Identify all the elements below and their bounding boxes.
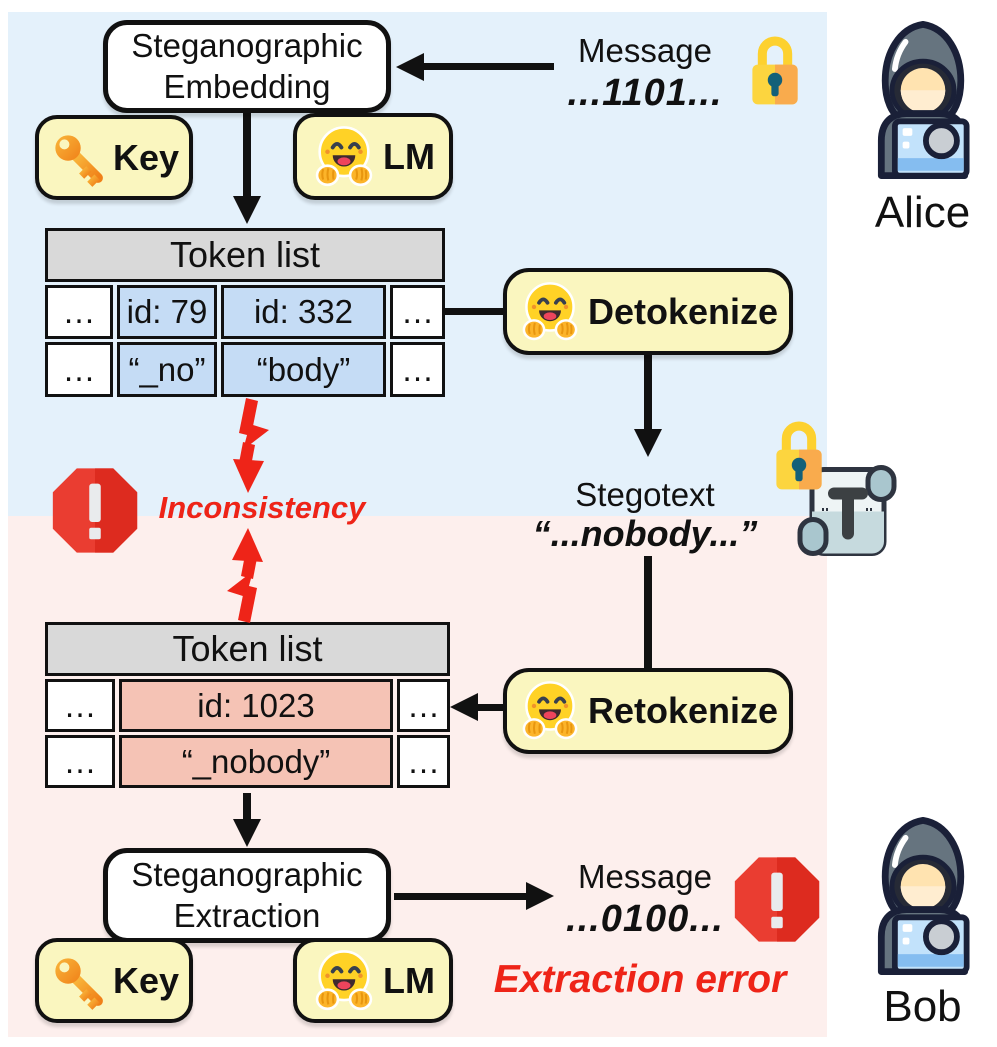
detokenize-label: Detokenize [587, 290, 779, 332]
token-cell: … [45, 735, 115, 788]
steganographic-embedding-box: Steganographic Embedding [103, 20, 391, 113]
hugging-face-icon [315, 125, 373, 186]
arrow-embedding-to-tokens-line [243, 113, 251, 198]
hugging-face-icon [522, 281, 578, 340]
warning-stop-icon [52, 468, 138, 553]
red-bolt-arrow-down [233, 398, 269, 493]
extraction-label-line2: Extraction [173, 896, 321, 934]
arrow-message-to-embedding-line [420, 63, 554, 70]
token-cell: … [390, 342, 445, 397]
token-cell-nobody: “_nobody” [119, 735, 393, 788]
stegotext-value: “...nobody...” [532, 513, 758, 554]
connector-stegotext-to-retokenize [644, 556, 652, 668]
token-cell: … [397, 679, 450, 732]
token-list-top-title: Token list [45, 228, 445, 282]
message-top-bits: ...1101... [567, 72, 723, 114]
key-label-bottom: Key [112, 959, 180, 1001]
embedding-label-line2: Embedding [163, 67, 331, 105]
lm-box-top: LM [293, 113, 453, 200]
token-cell-id-1023: id: 1023 [119, 679, 393, 732]
arrow-detokenize-to-stegotext-head [634, 429, 662, 457]
lock-icon-top [752, 36, 798, 105]
token-cell-id-79: id: 79 [117, 285, 217, 339]
error-stop-icon [734, 857, 820, 942]
message-bottom-label: Message [578, 858, 712, 895]
bob-hacker-icon [877, 817, 970, 975]
arrow-extraction-to-message-head [526, 882, 554, 910]
extraction-error-label: Extraction error [493, 958, 787, 1001]
token-cell: … [397, 735, 450, 788]
arrow-embedding-to-tokens-head [233, 196, 261, 224]
token-cell-no: “_no” [117, 342, 217, 397]
key-box-bottom: Key [35, 938, 193, 1023]
stegotext-scroll-icon [797, 465, 897, 556]
lock-icon-stegotext [776, 421, 822, 490]
stegotext-label: Stegotext [575, 476, 715, 513]
token-list-bottom-title: Token list [45, 622, 450, 676]
key-icon [55, 134, 103, 187]
arrow-detokenize-to-stegotext-line [644, 355, 652, 431]
message-top-label: Message [578, 32, 712, 69]
alice-name-label: Alice [874, 188, 971, 237]
retokenize-box: Retokenize [503, 668, 793, 754]
arrow-extraction-to-message-line [394, 893, 526, 900]
lm-label-top: LM [383, 135, 435, 177]
token-cell: … [45, 342, 113, 397]
key-label-top: Key [112, 136, 180, 178]
key-box-top: Key [35, 115, 193, 200]
red-bolt-arrow-up [227, 528, 263, 623]
arrow-tokens-to-extraction-head [233, 819, 261, 847]
arrow-retokenize-to-tokens-head [450, 693, 478, 721]
key-icon [55, 957, 103, 1010]
hugging-face-icon [522, 681, 578, 740]
extraction-label-line1: Steganographic [131, 856, 363, 894]
lm-box-bottom: LM [293, 938, 453, 1023]
token-cell: … [390, 285, 445, 339]
lm-label-bottom: LM [383, 959, 435, 1001]
hugging-face-icon [315, 949, 373, 1010]
arrow-tokens-to-extraction-line [243, 793, 251, 823]
message-bottom-bits: ...0100... [566, 898, 724, 940]
retokenize-label: Retokenize [587, 690, 779, 731]
token-cell-body: “body” [221, 342, 386, 397]
steganographic-extraction-box: Steganographic Extraction [103, 848, 391, 943]
token-cell-id-332: id: 332 [221, 285, 386, 339]
arrow-retokenize-to-tokens-line [476, 704, 503, 711]
arrow-message-to-embedding-head [396, 53, 424, 81]
inconsistency-label: Inconsistency [158, 490, 366, 525]
bob-name-label: Bob [883, 982, 962, 1031]
token-list-table-bottom: Token list … id: 1023 … … “_nobody” … [45, 622, 450, 788]
token-cell: … [45, 679, 115, 732]
token-list-table-top: Token list … id: 79 id: 332 … … “_no” “b… [45, 228, 445, 397]
connector-tokens-to-detokenize [443, 308, 505, 315]
token-cell: … [45, 285, 113, 339]
alice-hacker-icon [877, 21, 970, 179]
detokenize-box: Detokenize [503, 268, 793, 355]
embedding-label-line1: Steganographic [131, 27, 363, 65]
